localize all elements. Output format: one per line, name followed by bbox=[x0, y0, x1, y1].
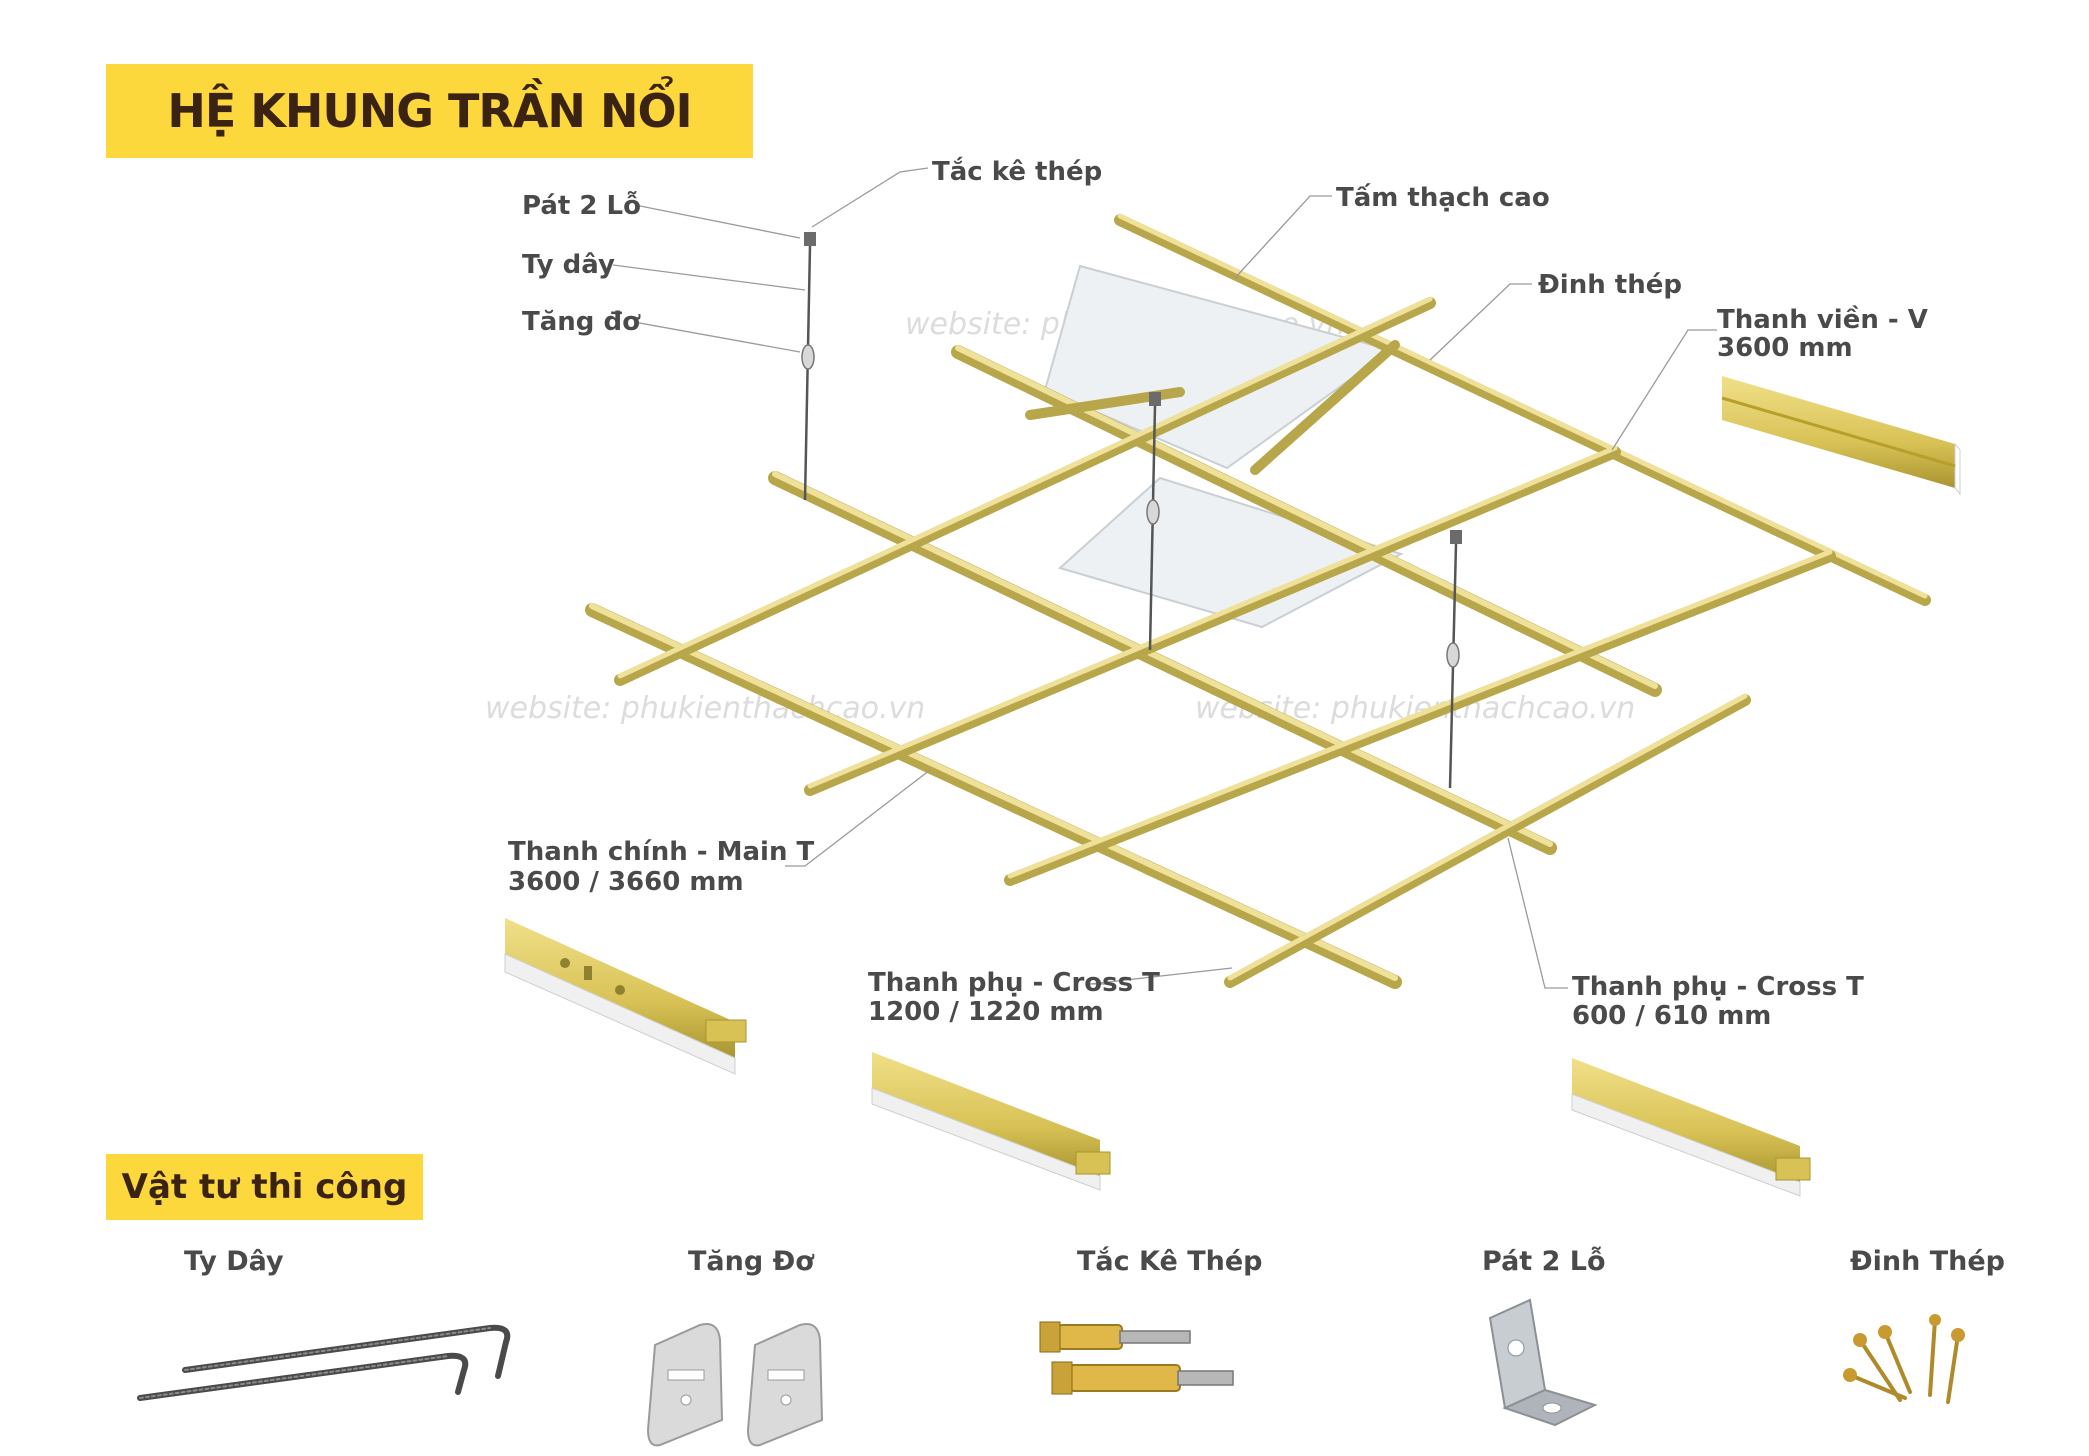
label-cross-600-name: Thanh phụ - Cross T bbox=[1572, 972, 1864, 1002]
label-cross-1200-size: 1200 / 1220 mm bbox=[868, 997, 1104, 1027]
hanger-middle bbox=[1146, 392, 1161, 651]
label-thanh-vien-size: 3600 mm bbox=[1717, 333, 1853, 363]
cross-t-rails bbox=[614, 296, 1836, 988]
material-label-pat-2-lo: Pát 2 Lỗ bbox=[1482, 1246, 1606, 1277]
label-tam-thach-cao: Tấm thạch cao bbox=[1336, 182, 1550, 213]
profile-cross-1200 bbox=[871, 1052, 1111, 1191]
spring-clip-icon bbox=[646, 1323, 824, 1447]
material-label-tang-do: Tăng Đơ bbox=[688, 1246, 815, 1277]
gypsum-panel-middle bbox=[1057, 476, 1404, 629]
label-thanh-vien-name: Thanh viền - V bbox=[1717, 304, 1928, 335]
page-title: HỆ KHUNG TRẦN NỔI bbox=[167, 84, 692, 138]
label-tang-do: Tăng đơ bbox=[522, 307, 641, 337]
watermark-left: website: phukienthachcao.vn bbox=[485, 691, 925, 726]
label-main-t-name: Thanh chính - Main T bbox=[508, 837, 815, 867]
threaded-rod-icon bbox=[137, 1324, 511, 1401]
hanger-right bbox=[1446, 530, 1462, 789]
label-cross-1200-name: Thanh phụ - Cross T bbox=[868, 968, 1160, 998]
label-main-t-size: 3600 / 3660 mm bbox=[508, 867, 744, 897]
leader-lines bbox=[612, 167, 1717, 989]
materials-banner: Vật tư thi công bbox=[106, 1154, 423, 1220]
main-t-rails bbox=[585, 345, 1662, 989]
wall-angle-rail bbox=[1114, 213, 1931, 606]
profile-wall-angle bbox=[1721, 376, 1961, 496]
title-banner: HỆ KHUNG TRẦN NỔI bbox=[106, 64, 753, 158]
profile-main-t bbox=[504, 918, 747, 1075]
steel-nail-icon bbox=[1843, 1314, 1965, 1404]
hanger-left bbox=[801, 232, 816, 501]
gypsum-panel-top bbox=[1043, 264, 1394, 470]
profile-cross-600 bbox=[1571, 1058, 1811, 1197]
label-ty-day: Ty dây bbox=[522, 250, 615, 280]
material-label-dinh-thep: Đinh Thép bbox=[1850, 1246, 2005, 1277]
label-pat-2-lo: Pát 2 Lỗ bbox=[522, 190, 641, 221]
label-tac-ke-thep: Tắc kê thép bbox=[932, 156, 1102, 187]
materials-title: Vật tư thi công bbox=[121, 1167, 408, 1207]
angle-bracket-icon bbox=[1488, 1298, 1598, 1427]
label-dinh-thep: Đinh thép bbox=[1538, 270, 1682, 300]
material-label-ty-day: Ty Dây bbox=[184, 1246, 284, 1277]
label-cross-600-size: 600 / 610 mm bbox=[1572, 1001, 1771, 1031]
material-label-tac-ke-thep: Tắc Kê Thép bbox=[1077, 1246, 1262, 1277]
anchor-bolt-icon bbox=[1039, 1321, 1234, 1395]
